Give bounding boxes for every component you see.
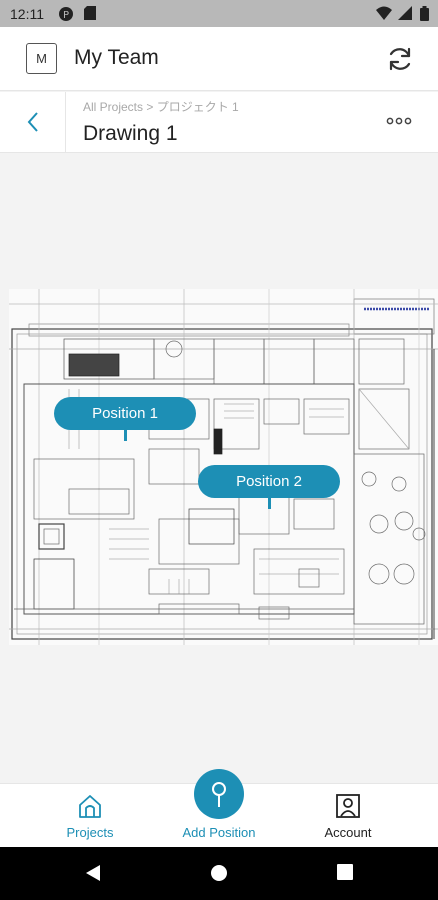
tab-projects[interactable]: Projects bbox=[40, 784, 140, 848]
team-name[interactable]: My Team bbox=[74, 46, 159, 69]
home-icon bbox=[76, 792, 104, 820]
sd-card-icon bbox=[84, 6, 96, 23]
nav-back-icon[interactable] bbox=[84, 864, 102, 887]
tab-add-position[interactable]: Add Position bbox=[169, 769, 269, 848]
pin-stem bbox=[267, 498, 271, 509]
sync-icon[interactable] bbox=[384, 43, 416, 75]
status-bar: 12:11 P bbox=[0, 0, 438, 27]
team-avatar[interactable]: M bbox=[26, 43, 57, 74]
bottom-tab-bar: Projects Add Position Account bbox=[0, 769, 438, 848]
pin-label[interactable]: Position 1 bbox=[54, 397, 196, 430]
pin-label[interactable]: Position 2 bbox=[198, 465, 340, 498]
wifi-icon bbox=[376, 6, 392, 23]
drawing-header: All Projects > プロジェクト 1 Drawing 1 bbox=[0, 92, 438, 153]
position-pin[interactable]: Position 2 bbox=[198, 465, 340, 509]
account-icon bbox=[334, 792, 362, 820]
breadcrumb[interactable]: All Projects > プロジェクト 1 bbox=[83, 100, 239, 114]
tab-label: Projects bbox=[66, 825, 114, 840]
nav-home-icon[interactable] bbox=[210, 864, 228, 887]
status-time: 12:11 bbox=[10, 6, 44, 22]
nav-recents-icon[interactable] bbox=[337, 864, 353, 885]
system-nav-bar bbox=[0, 847, 438, 900]
tab-label: Account bbox=[324, 825, 372, 840]
back-chevron-icon bbox=[27, 112, 38, 132]
svg-text:P: P bbox=[63, 10, 69, 21]
tab-label: Add Position bbox=[182, 825, 256, 840]
add-position-button[interactable] bbox=[194, 769, 244, 819]
drawing-canvas[interactable]: Position 1 Position 2 bbox=[0, 154, 438, 783]
position-pin[interactable]: Position 1 bbox=[54, 397, 196, 441]
back-button[interactable] bbox=[0, 92, 66, 152]
notification-icon: P bbox=[58, 6, 74, 25]
page-title: Drawing 1 bbox=[83, 122, 178, 145]
pin-icon bbox=[212, 782, 226, 807]
pin-stem bbox=[123, 430, 127, 441]
signal-icon bbox=[398, 6, 412, 23]
battery-icon bbox=[420, 6, 429, 24]
more-icon[interactable] bbox=[386, 114, 412, 128]
tab-account[interactable]: Account bbox=[298, 784, 398, 848]
app-header: M My Team bbox=[0, 27, 438, 91]
